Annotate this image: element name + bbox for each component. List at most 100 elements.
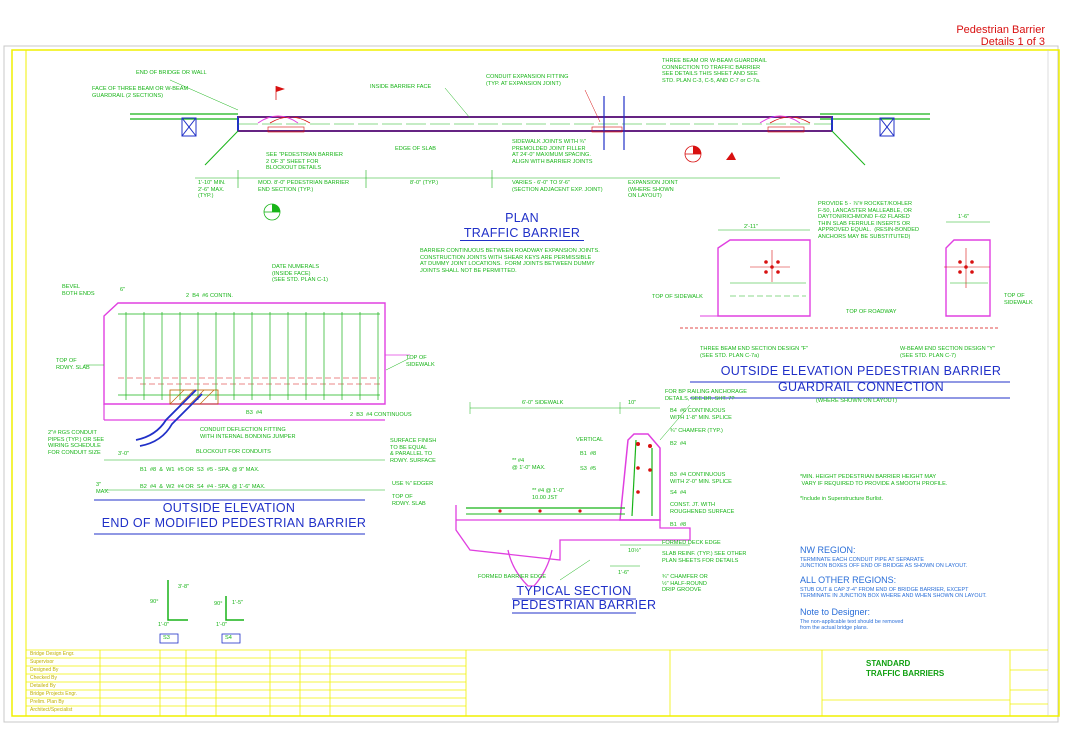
label-s4: S4 #4 [670,490,687,496]
sheet-subtitle: Details 1 of 3 [980,36,1045,48]
outside-elevation-view [84,302,411,535]
guardrail-title: OUTSIDE ELEVATION PEDESTRIAN BARRIER [720,364,1002,378]
dim-10-half: 10½" [628,548,641,554]
dim-3-0: 3'-0" [118,451,130,457]
label-rgs-conduit: 2"# RGS CONDUIT PIPES (TYP.) OR SEE WIRI… [48,430,105,456]
label-top-sidewalk-left: TOP OF SIDEWALK [652,294,703,300]
superstructure-note: *Include in Superstructure Burlist. [800,496,884,502]
label-bars-line2: B2 #4 & W2 #4 OR S4 #4 - SPA. @ 1'-6" MA… [140,484,266,490]
tb-name-line1: STANDARD [866,659,911,668]
s4-label: S4 [225,635,232,641]
label-spacing-2: ** #4 @ 1'-0" 10.00 JST [532,488,565,501]
label-half-round: ¾" CHAMFER OR ½" HALF-ROUND DRIP GROOVE [662,574,708,594]
designer-note-text: The non-applicable text should be remove… [800,619,904,632]
nw-region-text: TERMINATE EACH CONDUIT PIPE AT SEPARATE … [800,557,968,570]
label-slab-reinf: SLAB REINF. (TYP.) SEE OTHER PLAN SHEETS… [662,551,747,564]
sheet-title: Pedestrian Barrier [956,24,1045,36]
typical-section-view [455,402,691,614]
outside-elevation-title: OUTSIDE ELEVATION [162,501,296,515]
label-expansion-joint: EXPANSION JOINT (WHERE SHOWN ON LAYOUT) [628,180,678,200]
s4-angle: 90° [214,601,223,607]
dim-sidewalk-width: 6'-0" SIDEWALK [522,400,564,406]
label-w-beam-end: W-BEAM END SECTION DESIGN "Y" (SEE STD. … [900,346,995,359]
sheet-outer-border [3,45,1059,723]
bar-details [159,580,244,644]
label-formed-deck: FORMED DECK EDGE [662,540,721,546]
label-conduit-deflection: CONDUIT DEFLECTION FITTING WITH INTERNAL… [200,427,296,440]
typical-section-title: TYPICAL SECTION [516,584,632,598]
s4-height: 1'-5" [232,600,244,606]
plan-subtitle: TRAFFIC BARRIER [460,226,584,241]
label-top-sidewalk-right: TOP OF SIDEWALK [1004,293,1033,306]
label-surface-finish: SURFACE FINISH TO BE EQUAL & PARALLEL TO… [390,438,437,464]
dim-1-6: 1'-6" [958,214,970,220]
label-b4-contin: 2 B4 #6 CONTIN. [186,293,233,299]
s3-height: 3'-8" [178,584,190,590]
label-top-rdwy-slab: TOP OF RDWY. SLAB [56,358,90,371]
label-spacing-1: ** #4 @ 1'-0" MAX. [512,458,546,471]
label-edge-of-slab: EDGE OF SLAB [395,146,437,152]
label-b1-bottom: B1 #8 [670,522,687,528]
s3-label: S3 [163,635,170,641]
label-blockout: BLOCKOUT FOR CONDUITS [196,449,271,455]
title-block [26,649,1048,717]
label-sidewalk-joints: SIDEWALK JOINTS WITH ¾" PREMOLDED JOINT … [512,139,593,165]
other-region-text: STUB OUT & CAP 3'-4" FROM END OF BRIDGE … [800,587,987,600]
dim-max: 3" MAX. [96,482,110,495]
guardrail-connection-view [680,221,1010,399]
label-date-numerals: DATE NUMERALS (INSIDE FACE) (SEE STD. PL… [272,264,328,284]
label-guardrail-connection: THREE BEAM OR W-BEAM GUARDRAIL CONNECTIO… [662,58,767,84]
guardrail-subtitle: GUARDRAIL CONNECTION [778,380,944,394]
designer-note-title: Note to Designer: [800,607,871,617]
label-inside-barrier-face: INSIDE BARRIER FACE [370,84,432,90]
label-bars-line1: B1 #8 & W1 #5 OR S3 #5 - SPA. @ 9" MAX. [140,467,260,473]
dim-min-max: 1'-10" MIN. 2'-6" MAX. (TYP.) [198,180,226,200]
label-s3: S3 #5 [580,466,597,472]
label-top-sidewalk: TOP OF SIDEWALK [406,355,435,368]
label-top-roadway: TOP OF ROADWAY [846,309,897,315]
label-bevel: BEVEL BOTH ENDS [62,284,95,297]
label-b3-continuous: 2 B3 #4 CONTINUOUS [350,412,412,418]
dim-6: 6" [120,287,126,293]
label-formed-barrier: FORMED BARRIER EDGE [478,574,547,580]
label-vertical: VERTICAL [576,437,604,443]
tb-row-7: Prelim. Plan By [30,699,65,705]
tb-row-6: Bridge Projects Engr. [30,691,77,697]
min-height-note: *MIN. HEIGHT PEDESTRIAN BARRIER HEIGHT M… [800,474,948,487]
plan-note: BARRIER CONTINUOUS BETWEEN ROADWAY EXPAN… [420,248,600,274]
label-b1: B1 #8 [580,451,597,457]
other-region-title: ALL OTHER REGIONS: [800,575,897,585]
typical-section-subtitle: PEDESTRIAN BARRIER [512,598,657,612]
label-where-shown: (WHERE SHOWN ON LAYOUT) [816,398,898,404]
tb-name-line2: TRAFFIC BARRIERS [866,669,945,678]
dim-1-6-ts: 1'-6" [618,570,630,576]
label-face-three-beam: FACE OF THREE BEAM OR W-BEAM GUARDRAIL (… [92,86,189,99]
dim-mod-end-section: MOD. 8'-0" PEDESTRIAN BARRIER END SECTIO… [258,180,350,193]
plan-view [130,79,930,221]
label-const-jt: CONST. JT. WITH ROUGHENED SURFACE [670,502,735,515]
label-bp-railing: FOR BP RAILING ANCHORAGE DETAILS, SEE BR… [665,389,747,402]
label-provide-inserts: PROVIDE 5 - ⅞"# ROCKET/KOHLER F-50, LANC… [818,201,920,240]
label-b3: B3 #4 [246,410,263,416]
dim-typ: 8'-0" (TYP.) [410,180,439,186]
s3-dim: 1'-0" [158,622,170,628]
label-b3-continuous-ts: B3 #4 CONTINUOUS WITH 2'-0" MIN. SPLICE [670,472,732,485]
nw-region-title: NW REGION: [800,545,856,555]
tb-row-5: Detailed By [30,683,56,689]
s3-angle: 90° [150,599,159,605]
label-see-sheet2: SEE "PEDESTRIAN BARRIER 2 OF 3" SHEET FO… [266,152,343,172]
tb-row-2: Supervisor [30,659,54,665]
label-end-of-bridge: END OF BRIDGE OR WALL [136,70,207,76]
dim-10: 10" [628,400,637,406]
label-conduit-expansion: CONDUIT EXPANSION FITTING (TYP. AT EXPAN… [486,74,569,87]
dim-2-11: 2'-11" [744,224,758,230]
label-chamfer: ¾" CHAMFER (TYP.) [670,428,723,434]
label-top-rdwy: TOP OF RDWY. SLAB [392,494,426,507]
label-three-beam-end: THREE BEAM END SECTION DESIGN "F" (SEE S… [700,346,809,359]
outside-elevation-subtitle: END OF MODIFIED PEDESTRIAN BARRIER [101,516,367,530]
s4-dim: 1'-0" [216,622,228,628]
plan-title: PLAN [505,211,539,225]
tb-row-3: Designed By [30,667,59,673]
tb-row-4: Checked By [30,675,57,681]
